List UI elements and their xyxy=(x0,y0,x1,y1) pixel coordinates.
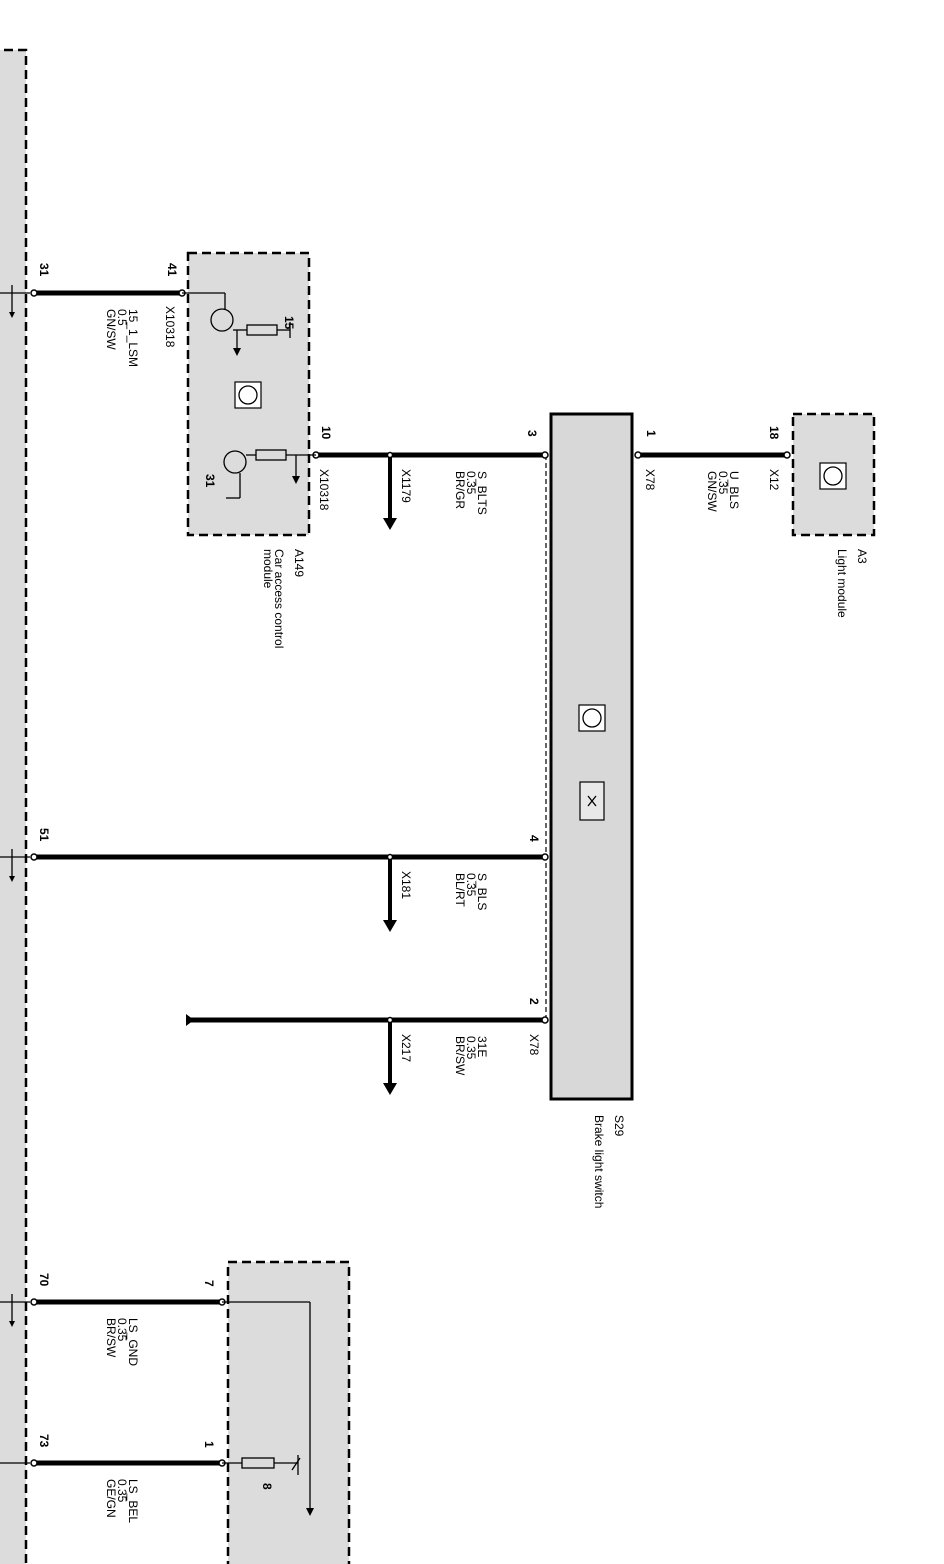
wire-31e-end-marker xyxy=(186,1014,194,1026)
wire-31e-color: BR/SW xyxy=(453,1036,467,1076)
left-module-box xyxy=(0,48,28,1564)
connector-x217: X217 xyxy=(399,1034,413,1062)
transistor-symbol xyxy=(210,308,234,332)
wire-ls-gnd-color: BR/SW xyxy=(104,1318,118,1358)
wire-s-bls-gauge: 0.35 xyxy=(464,873,478,897)
connector-x181: X181 xyxy=(399,871,413,899)
pin-2: 2 xyxy=(527,998,541,1005)
wire-ls-bel-gauge: 0.35 xyxy=(115,1479,129,1503)
connector-x10318-top: X10318 xyxy=(163,306,177,348)
pin-1: 1 xyxy=(644,430,658,437)
a149-internal-circuit xyxy=(182,292,316,499)
terminal-15: 15 xyxy=(282,316,296,330)
pin-31: 31 xyxy=(37,263,51,277)
wire-u-bls-signal: U_BLS xyxy=(727,471,741,509)
wire-ls-gnd-gauge: 0.35 xyxy=(115,1318,129,1342)
connector-labels: X10318 X10318 X1179 X78 X12 X181 X217 X7… xyxy=(163,306,781,1062)
connector-x1179: X1179 xyxy=(399,469,413,503)
bottom-module-internal xyxy=(222,1301,314,1516)
wire-ls-bel-color: GE/GN xyxy=(104,1479,118,1518)
s29-name: Brake light switch xyxy=(592,1115,606,1208)
connector-x12: X12 xyxy=(767,469,781,491)
wire-s-blts-gauge: 0.35 xyxy=(464,471,478,495)
ground-arrow-x1179 xyxy=(383,455,397,530)
left-edge-stubs xyxy=(0,285,30,1464)
wire-labels: 15_1_LSM 0.5 GN/SW S_BLTS 0.35 BR/GR U_B… xyxy=(104,309,741,1523)
pin-7: 7 xyxy=(202,1280,216,1287)
connector-x10318-mid: X10318 xyxy=(317,469,331,511)
pin-41: 41 xyxy=(165,263,179,277)
transistor-symbol xyxy=(223,450,247,474)
wire-15-1-lsm-color: GN/SW xyxy=(104,309,118,350)
terminal-8: 8 xyxy=(260,1483,274,1490)
pin-1b: 1 xyxy=(202,1441,216,1448)
wire-31e-gauge: 0.35 xyxy=(464,1036,478,1060)
terminal-31: 31 xyxy=(203,474,217,488)
a149-ref: A149 xyxy=(292,549,306,577)
ground-arrow-x181 xyxy=(383,857,397,932)
a3-ref: A3 xyxy=(855,549,869,564)
pin-18: 18 xyxy=(767,426,781,440)
wire-15-1-lsm-gauge: 0.5 xyxy=(115,309,129,326)
wire-ls-bel-signal: LS_BEL xyxy=(126,1479,140,1523)
pin-4: 4 xyxy=(527,835,541,842)
wire-ls-gnd-signal: LS_GND xyxy=(126,1318,140,1366)
pin-73: 73 xyxy=(37,1434,51,1448)
component-labels: A149 Car access control module A3 Light … xyxy=(261,549,869,1208)
s29-ref: S29 xyxy=(612,1115,626,1137)
pin-3: 3 xyxy=(525,430,539,437)
wire-s-blts-color: BR/GR xyxy=(453,471,467,509)
connector-x78-top: X78 xyxy=(643,469,657,491)
s29-icons xyxy=(578,704,606,821)
wire-s-bls-color: BL/RT xyxy=(453,873,467,907)
a149-name-line2: module xyxy=(261,549,275,589)
wire-s-bls-signal: S_BLS xyxy=(475,873,489,910)
s29-brake-light-switch xyxy=(545,412,634,1101)
a3-module-icon xyxy=(819,462,847,490)
pin-51: 51 xyxy=(37,828,51,842)
wire-u-bls-gauge: 0.35 xyxy=(716,471,730,495)
internal-terminal-labels: 15 31 8 xyxy=(203,316,296,1490)
wire-31e-signal: 31E xyxy=(475,1036,489,1057)
pin-labels: 31 41 10 3 1 18 51 4 2 70 7 73 1 xyxy=(37,263,781,1448)
a3-name: Light module xyxy=(835,549,849,618)
wires xyxy=(34,290,787,1466)
pin-10: 10 xyxy=(319,426,333,440)
ground-arrow-x217 xyxy=(383,1020,397,1095)
wire-15-1-lsm-signal: 15_1_LSM xyxy=(126,309,140,367)
pin-70: 70 xyxy=(37,1273,51,1287)
ground-arrows xyxy=(186,455,397,1095)
wire-u-bls-color: GN/SW xyxy=(705,471,719,512)
bottom-module-box xyxy=(226,1260,351,1564)
a149-name-line1: Car access control xyxy=(272,549,286,648)
wire-s-blts-signal: S_BLTS xyxy=(475,471,489,515)
connector-x78-bottom: X78 xyxy=(527,1034,541,1056)
